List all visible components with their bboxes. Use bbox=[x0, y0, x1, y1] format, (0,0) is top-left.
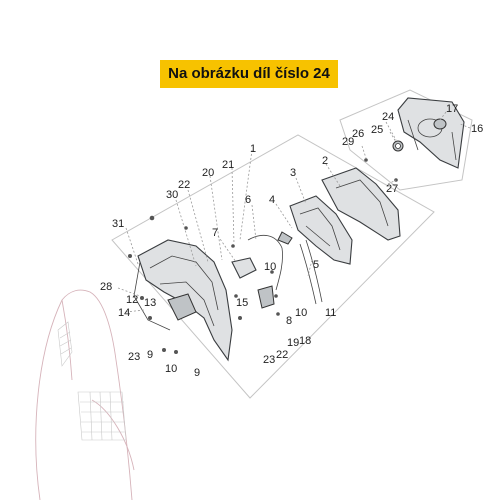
ring-part-25 bbox=[392, 140, 404, 152]
callout-19: 19 bbox=[287, 337, 299, 349]
callout-9a: 9 bbox=[147, 349, 153, 361]
gasket-part-6 bbox=[247, 231, 293, 291]
callout-3: 3 bbox=[290, 167, 296, 179]
callout-12: 12 bbox=[126, 294, 138, 306]
callout-4: 4 bbox=[269, 194, 275, 206]
callout-25: 25 bbox=[371, 124, 383, 136]
callout-28: 28 bbox=[100, 281, 112, 293]
seal-strip-part-5 bbox=[299, 239, 323, 305]
callout-18: 18 bbox=[299, 335, 311, 347]
callout-31: 31 bbox=[112, 218, 124, 230]
fasteners bbox=[128, 158, 398, 354]
callout-16: 16 bbox=[471, 123, 483, 135]
callout-17: 17 bbox=[446, 103, 458, 115]
callout-20: 20 bbox=[202, 167, 214, 179]
callout-labels: 1 2 3 4 5 6 7 8 9 9 10 10 10 11 12 13 14… bbox=[100, 103, 483, 379]
callout-29: 29 bbox=[342, 136, 354, 148]
rear-panel-part-2 bbox=[321, 167, 401, 241]
callout-6: 6 bbox=[245, 194, 251, 206]
callout-22a: 22 bbox=[178, 179, 190, 191]
callout-22b: 22 bbox=[276, 349, 288, 361]
callout-14: 14 bbox=[118, 307, 130, 319]
callout-15: 15 bbox=[236, 297, 248, 309]
leg-shield-main bbox=[133, 239, 257, 362]
callout-21: 21 bbox=[222, 159, 234, 171]
callout-10c: 10 bbox=[165, 363, 177, 375]
callout-8: 8 bbox=[286, 315, 292, 327]
callout-9b: 9 bbox=[194, 367, 200, 379]
callout-30: 30 bbox=[166, 189, 178, 201]
callout-10b: 10 bbox=[295, 307, 307, 319]
callout-11: 11 bbox=[325, 307, 336, 319]
callout-13: 13 bbox=[144, 297, 156, 309]
subassembly-frame bbox=[339, 89, 473, 191]
ghost-scooter-body bbox=[35, 289, 135, 500]
callout-24: 24 bbox=[382, 111, 394, 123]
assembly-frame bbox=[111, 134, 435, 399]
callout-23a: 23 bbox=[128, 351, 140, 363]
bracket-part-8 bbox=[257, 285, 275, 309]
callout-26: 26 bbox=[352, 128, 364, 140]
part-number-banner: Na obrázku díl číslo 24 bbox=[160, 60, 338, 88]
inner-panel-part-17 bbox=[397, 97, 465, 169]
callout-23b: 23 bbox=[263, 354, 275, 366]
callout-27: 27 bbox=[386, 183, 398, 195]
leader-lines bbox=[117, 111, 471, 313]
callout-1: 1 bbox=[250, 143, 256, 155]
inner-shield-part-3 bbox=[289, 195, 353, 265]
callout-2: 2 bbox=[322, 155, 328, 167]
callout-7: 7 bbox=[212, 227, 218, 239]
callout-10a: 10 bbox=[264, 261, 276, 273]
callout-5: 5 bbox=[313, 259, 319, 271]
